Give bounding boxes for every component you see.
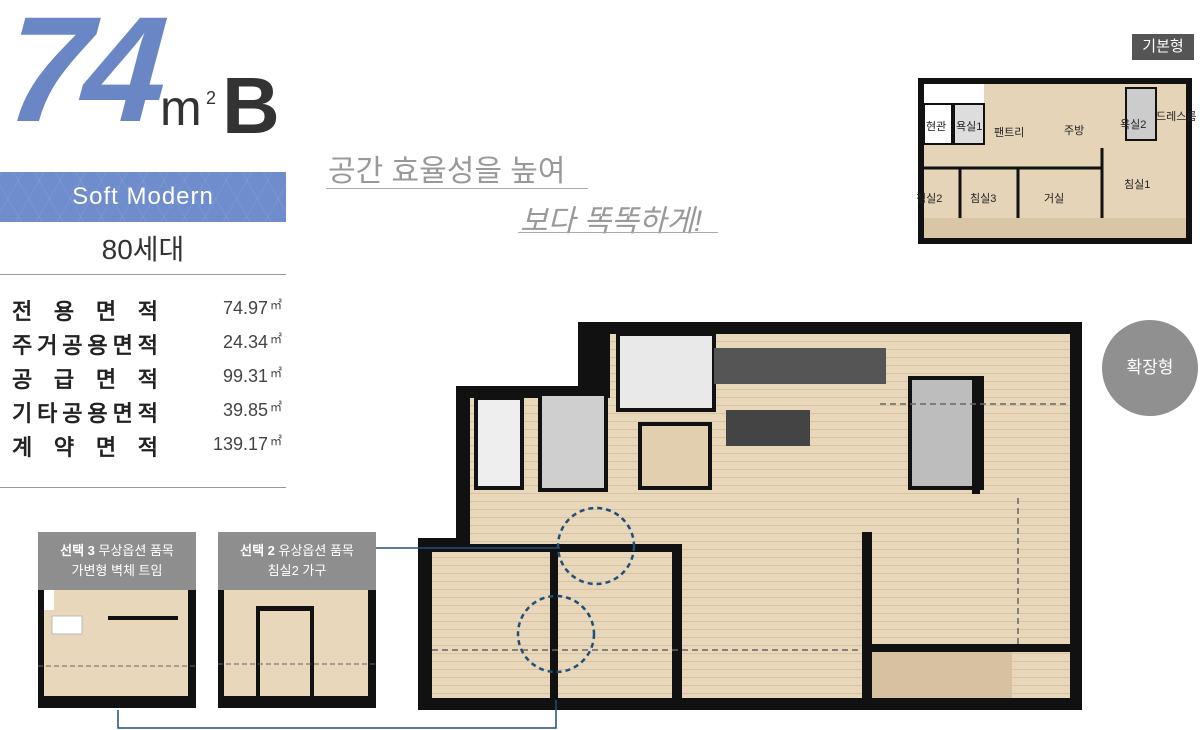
area-unit-mark: ㎡	[269, 332, 282, 346]
option-subtitle: 침실2 가구	[267, 563, 327, 578]
basic-room-label: 침실1	[1124, 178, 1150, 191]
area-unit-mark: ㎡	[269, 400, 282, 414]
main-plan-entry	[474, 396, 524, 490]
option-box-2: 선택 2 유상옵션 품목 침실2 가구	[218, 532, 376, 708]
extended-plan-tag: 확장형	[1102, 320, 1198, 416]
slogan-underline2	[518, 232, 718, 233]
main-floor-plan	[418, 322, 1082, 710]
option-title: 유상옵션 품목	[278, 543, 354, 558]
area-unit-mark: ㎡	[269, 434, 282, 448]
option-number: 선택 3	[60, 543, 95, 558]
area-value: 39.85	[222, 400, 268, 420]
main-plan-wall	[862, 532, 872, 702]
basic-plan-tag: 기본형	[1132, 34, 1194, 60]
basic-plan-balcony	[924, 218, 1186, 238]
basic-room-label: 욕실2	[1120, 118, 1146, 131]
basic-plan-notch	[924, 84, 984, 104]
main-plan-bath2	[908, 376, 984, 490]
area-value: 139.17	[212, 434, 268, 454]
option-header: 선택 3 무상옵션 품목 가변형 벽체 트임	[38, 532, 196, 590]
area-number: 74	[2, 0, 165, 153]
main-plan-wall	[550, 544, 558, 704]
divider-top	[0, 274, 286, 275]
option-box-3: 선택 3 무상옵션 품목 가변형 벽체 트임	[38, 532, 196, 708]
slogan-line2: 보다 똑똑하게!	[520, 205, 703, 238]
basic-room-label: 거실	[1044, 192, 1064, 205]
style-banner: Soft Modern	[0, 172, 286, 222]
basic-room-label: 침실2	[916, 192, 942, 205]
option-highlight-circle	[516, 594, 596, 674]
basic-room-label: 드레스룸	[1156, 110, 1196, 123]
basic-room-label: 주방	[1064, 124, 1084, 137]
main-plan-bath1	[538, 392, 608, 492]
divider-bottom	[0, 487, 286, 488]
option-2-plan	[218, 590, 376, 708]
main-plan-island	[726, 410, 810, 446]
basic-room-label: 침실3	[970, 192, 996, 205]
basic-plan-entry	[923, 103, 953, 145]
option-title: 무상옵션 품목	[98, 543, 174, 558]
area-value: 74.97	[222, 298, 268, 318]
option-connector-lines	[117, 547, 560, 729]
main-plan-wall	[972, 378, 980, 494]
type-letter: B	[222, 61, 280, 150]
option-subtitle: 가변형 벽체 트임	[71, 563, 163, 578]
basic-plan-bath1	[953, 103, 985, 145]
area-value: 99.31	[222, 366, 268, 386]
area-value: 24.34	[222, 332, 268, 352]
main-plan-pantry	[616, 332, 716, 412]
connector-line	[117, 700, 557, 729]
main-plan-wall	[672, 544, 682, 704]
main-plan-wall	[872, 644, 1072, 652]
option-header: 선택 2 유상옵션 품목 침실2 가구	[218, 532, 376, 590]
slogan-line1: 공간 효율성을 높여	[328, 155, 566, 188]
basic-floor-plan: 현관 욕실1 팬트리 주방 욕실2 드레스룸 침실2 침실3 거실 침실1	[916, 78, 1196, 244]
area-unit-mark: ㎡	[269, 366, 282, 380]
option-number: 선택 2	[240, 543, 275, 558]
main-plan-dress	[638, 422, 712, 490]
slogan-underline1	[326, 188, 588, 189]
basic-room-label: 현관	[926, 120, 946, 133]
option-highlight-circle	[556, 506, 636, 586]
basic-room-label: 팬트리	[994, 126, 1024, 139]
main-plan-balcony	[872, 652, 1012, 698]
option-3-plan	[38, 590, 196, 708]
area-unit: m	[160, 80, 202, 136]
area-unit-superscript: 2	[206, 88, 217, 108]
households-count: 80세대	[101, 234, 185, 265]
basic-plan-bath2	[1125, 87, 1157, 141]
area-unit-mark: ㎡	[269, 298, 282, 312]
main-plan-kitchen-counter	[714, 348, 886, 384]
basic-room-label: 욕실1	[956, 120, 982, 133]
